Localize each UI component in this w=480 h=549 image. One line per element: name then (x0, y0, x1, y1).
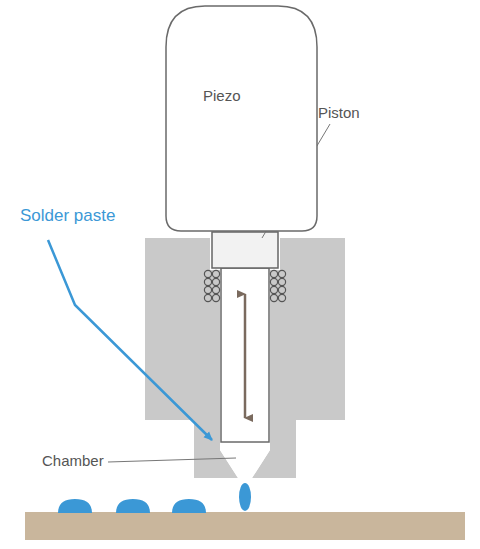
leader-line (108, 458, 236, 462)
spring-coil (212, 294, 219, 301)
piezo-outline (165, 5, 318, 232)
spring-coil (270, 278, 277, 285)
solder-dot (58, 499, 92, 513)
chamber-cavity (220, 450, 270, 478)
spring-coil (278, 270, 285, 277)
dispenser-body (145, 238, 345, 478)
solder-dot (116, 499, 150, 513)
part-label: Solder paste (20, 206, 115, 226)
solder-droplet (239, 483, 251, 511)
spring-coil (212, 286, 219, 293)
piezo-actuator: Piezo (165, 5, 318, 232)
spring-coil (270, 294, 277, 301)
spring-coil (204, 278, 211, 285)
spring-coil (278, 294, 285, 301)
blue-pointer (48, 240, 212, 440)
spring-coil (270, 286, 277, 293)
piston (212, 232, 278, 268)
spring-coil (278, 286, 285, 293)
spring-coil (278, 278, 285, 285)
spring-coil (270, 270, 277, 277)
spring-coil (204, 294, 211, 301)
motion-arrow (244, 294, 247, 418)
spring-coil (212, 278, 219, 285)
substrate-board (25, 512, 465, 540)
spring-coil (204, 270, 211, 277)
spring (204, 270, 285, 301)
spring-coil (204, 286, 211, 293)
solder-dot (172, 499, 206, 513)
part-label: Piezo (203, 87, 241, 104)
part-label: Piston (318, 104, 360, 121)
plunger (221, 268, 269, 442)
part-label: Chamber (42, 452, 104, 469)
spring-coil (212, 270, 219, 277)
